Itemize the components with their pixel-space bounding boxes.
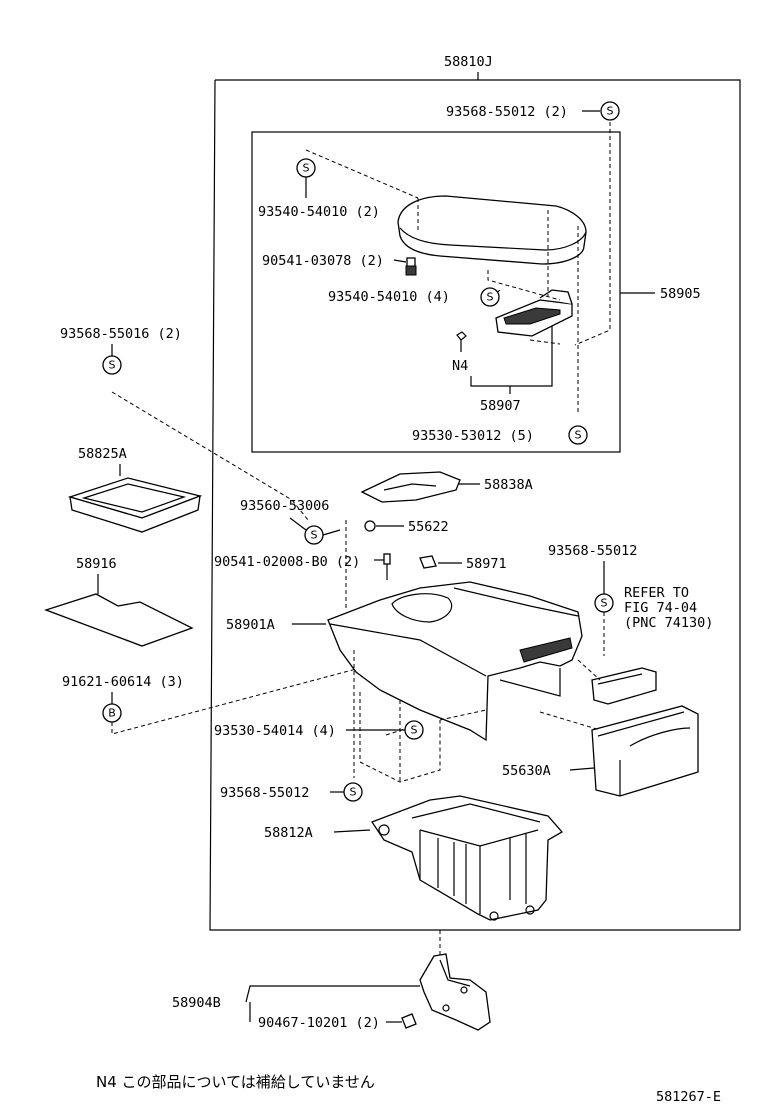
label-93568-55016-2: 93568-55016 (2) <box>60 326 182 342</box>
label-90541-02008-B0-2: 90541-02008-B0 (2) <box>214 554 360 570</box>
label-93568-55012-2: 93568-55012 (2) <box>446 104 568 120</box>
svg-text:B: B <box>108 707 116 720</box>
svg-text:S: S <box>109 359 116 372</box>
label-93540-54010-4: 93540-54010 (4) <box>328 289 450 305</box>
symbol-s-right: S <box>594 593 614 613</box>
label-93568-55012-c: 93568-55012 <box>220 785 309 801</box>
armrest-subassembly-frame <box>251 131 621 453</box>
clip-n4 <box>456 331 467 341</box>
label-refer-pnc: (PNC 74130) <box>624 615 713 631</box>
symbol-s-55012-c: S <box>343 782 363 802</box>
clip-55622 <box>364 520 376 532</box>
label-58812A: 58812A <box>264 825 313 841</box>
svg-text:S: S <box>607 105 614 118</box>
hinge-58907 <box>495 289 573 337</box>
label-93540-54010-2: 93540-54010 (2) <box>258 204 380 220</box>
label-55622: 55622 <box>408 519 449 535</box>
console-body-58901A <box>327 581 583 742</box>
label-58904B: 58904B <box>172 995 221 1011</box>
label-58810J: 58810J <box>444 54 493 70</box>
label-93560-53006: 93560-53006 <box>240 498 329 514</box>
symbol-s-left: S <box>102 355 122 375</box>
svg-text:S: S <box>350 786 357 799</box>
label-n4: N4 <box>452 358 468 374</box>
label-90541-03078-2: 90541-03078 (2) <box>262 253 384 269</box>
pad-58971 <box>419 555 437 569</box>
mat-58916 <box>44 593 194 647</box>
tray-58825A <box>67 477 203 533</box>
symbol-s-armrest-mid: S <box>480 287 500 307</box>
symbol-b-left: B <box>102 703 122 723</box>
svg-text:S: S <box>487 291 494 304</box>
svg-text:S: S <box>601 597 608 610</box>
label-91621-60614-3: 91621-60614 (3) <box>62 674 184 690</box>
bracket-58904B <box>419 953 491 1031</box>
screw-90541-03078 <box>405 257 417 276</box>
label-58825A: 58825A <box>78 446 127 462</box>
label-93530-54014-4: 93530-54014 (4) <box>214 723 336 739</box>
symbol-s-top: S <box>600 101 620 121</box>
armrest-lid <box>397 195 587 265</box>
label-90467-10201-2: 90467-10201 (2) <box>258 1015 380 1031</box>
box-55630A <box>591 705 699 797</box>
clip-90467-10201 <box>401 1013 417 1029</box>
screw-90541-02008 <box>383 553 391 580</box>
symbol-s-armrest-bottom: S <box>568 425 588 445</box>
label-93530-53012-5: 93530-53012 (5) <box>412 428 534 444</box>
svg-text:S: S <box>411 724 418 737</box>
svg-text:S: S <box>303 162 310 175</box>
svg-text:S: S <box>575 429 582 442</box>
bracket-58812A <box>371 795 564 921</box>
svg-text:S: S <box>311 529 318 542</box>
label-58916: 58916 <box>76 556 117 572</box>
label-refer-fig: FIG 74-04 <box>624 600 697 616</box>
bezel-74130 <box>591 667 657 705</box>
label-58838A: 58838A <box>484 477 533 493</box>
label-93568-55012-b: 93568-55012 <box>548 543 637 559</box>
label-55630A: 55630A <box>502 763 551 779</box>
footer-note: N4 この部品については補給していません <box>96 1073 375 1091</box>
symbol-s-54014: S <box>404 720 424 740</box>
diagram-code: 581267-E <box>656 1089 721 1105</box>
armrest-dashed-guides <box>305 122 611 415</box>
label-refer-to: REFER TO <box>624 585 689 601</box>
label-58901A: 58901A <box>226 617 275 633</box>
symbol-s-armrest-left: S <box>296 158 316 178</box>
label-58907: 58907 <box>480 398 521 414</box>
symbol-s-93560: S <box>304 525 324 545</box>
label-58971: 58971 <box>466 556 507 572</box>
lid-58838A <box>360 471 461 503</box>
outer-assembly-frame <box>209 79 741 931</box>
label-58905: 58905 <box>660 286 701 302</box>
